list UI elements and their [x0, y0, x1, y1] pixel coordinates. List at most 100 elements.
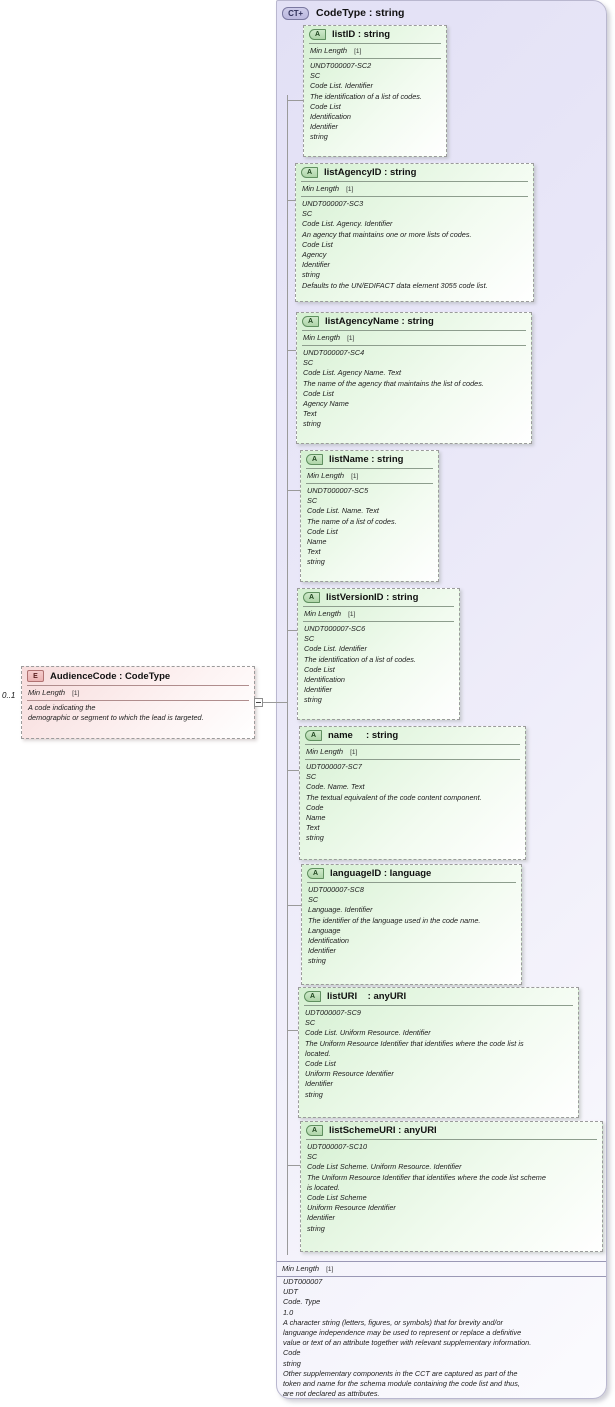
doc-line: Identifier	[302, 260, 330, 270]
attribute-name: listName : string	[329, 454, 404, 465]
doc-line: SC	[303, 358, 314, 368]
attribute-name: listSchemeURI : anyURI	[329, 1125, 437, 1136]
doc-line: A character string (letters, figures, or…	[283, 1317, 503, 1327]
facet-occurrence: [1]	[72, 690, 80, 697]
doc-line: The name of the agency that maintains th…	[303, 378, 484, 388]
doc-line: SC	[304, 634, 315, 644]
attribute-name: listAgencyName : string	[325, 316, 434, 327]
attribute-separator-bottom	[302, 345, 526, 346]
doc-line: SC	[308, 895, 319, 905]
doc-line: SC	[310, 71, 321, 81]
attribute-connector-stub	[287, 200, 295, 201]
attribute-icon: A	[307, 868, 324, 879]
attribute-connector-stub	[287, 350, 296, 351]
attribute-connector-stub	[287, 490, 300, 491]
doc-line: Code List	[310, 101, 341, 111]
attribute-separator-top	[309, 43, 441, 44]
attribute-separator-bottom	[301, 196, 528, 197]
doc-line: Text	[307, 547, 321, 557]
attribute-connector-stub	[287, 630, 297, 631]
doc-line: Language	[308, 925, 341, 935]
complextype-facet-row: Min Length [1]	[277, 1261, 606, 1277]
attribute-connector-stub	[287, 1030, 298, 1031]
doc-line: Text	[303, 409, 317, 419]
attribute-tree-trunk	[287, 95, 288, 1255]
doc-line: Defaults to the UN/EDIFACT data element …	[302, 280, 488, 290]
doc-line: UDT000007-SC7	[306, 762, 362, 771]
facet-occurrence: [1]	[350, 749, 358, 756]
doc-line: string	[283, 1358, 301, 1368]
doc-line: Code List	[304, 664, 335, 674]
doc-line: Code List Scheme	[307, 1193, 367, 1203]
doc-line: Name	[306, 813, 326, 823]
doc-line: The name of a list of codes.	[307, 516, 397, 526]
attribute-icon: A	[302, 316, 319, 327]
facet-occurrence: [1]	[347, 335, 355, 342]
doc-line: Code List. Uniform Resource. Identifier	[305, 1028, 431, 1038]
doc-line: string	[306, 833, 324, 843]
attribute-icon: A	[304, 991, 321, 1002]
attribute-facet-row: Min Length[1]	[297, 331, 531, 345]
doc-line: located.	[305, 1048, 331, 1058]
collapse-toggle-icon[interactable]	[254, 698, 263, 707]
doc-line: Text	[306, 823, 320, 833]
doc-line: UDT000007-SC8	[308, 885, 364, 894]
doc-line: The textual equivalent of the code conte…	[306, 792, 482, 802]
facet-occurrence: [1]	[354, 48, 362, 55]
doc-line: Code List	[305, 1059, 336, 1069]
doc-line: Code List. Agency Name. Text	[303, 368, 402, 378]
element-box-audiencecode[interactable]: E AudienceCode : CodeType Min Length [1]…	[21, 666, 255, 739]
doc-line: string	[307, 557, 325, 567]
doc-line: demographic or segment to which the lead…	[28, 713, 204, 723]
facet-label: Min Length	[302, 184, 340, 193]
doc-line: UNDT000007-SC5	[307, 486, 369, 495]
doc-line: Name	[307, 537, 327, 547]
doc-line: UDT000007	[283, 1277, 323, 1286]
facet-label: Min Length	[28, 688, 66, 697]
element-occurrence-label: 0..1	[2, 691, 16, 700]
doc-line: UDT	[283, 1287, 298, 1297]
element-icon: E	[27, 670, 44, 682]
doc-line: SC	[306, 772, 317, 782]
doc-line: string	[310, 132, 328, 142]
doc-line: Code. Name. Text	[306, 782, 365, 792]
complextype-header: CT+ CodeType : string	[282, 4, 404, 22]
doc-line: Code	[306, 802, 324, 812]
attribute-connector-stub	[287, 905, 301, 906]
attribute-separator-bottom	[305, 759, 520, 760]
attribute-facet-row: Min Length[1]	[300, 745, 525, 759]
attribute-icon: A	[305, 730, 322, 741]
complextype-expand-icon[interactable]: CT+	[282, 6, 309, 20]
doc-line: The Uniform Resource Identifier that ide…	[307, 1172, 546, 1182]
attribute-separator-bottom	[303, 621, 454, 622]
doc-line: string	[303, 419, 321, 429]
facet-occurrence: [1]	[351, 473, 359, 480]
doc-line: The identification of a list of codes.	[310, 91, 422, 101]
attribute-separator-bottom	[309, 58, 441, 59]
doc-line: The identifier of the language used in t…	[308, 915, 481, 925]
doc-line: Code List	[303, 388, 334, 398]
attribute-separator-top	[304, 1005, 573, 1006]
doc-line: SC	[307, 496, 318, 506]
attribute-facet-row: Min Length[1]	[298, 607, 459, 621]
attribute-separator-top	[306, 468, 433, 469]
